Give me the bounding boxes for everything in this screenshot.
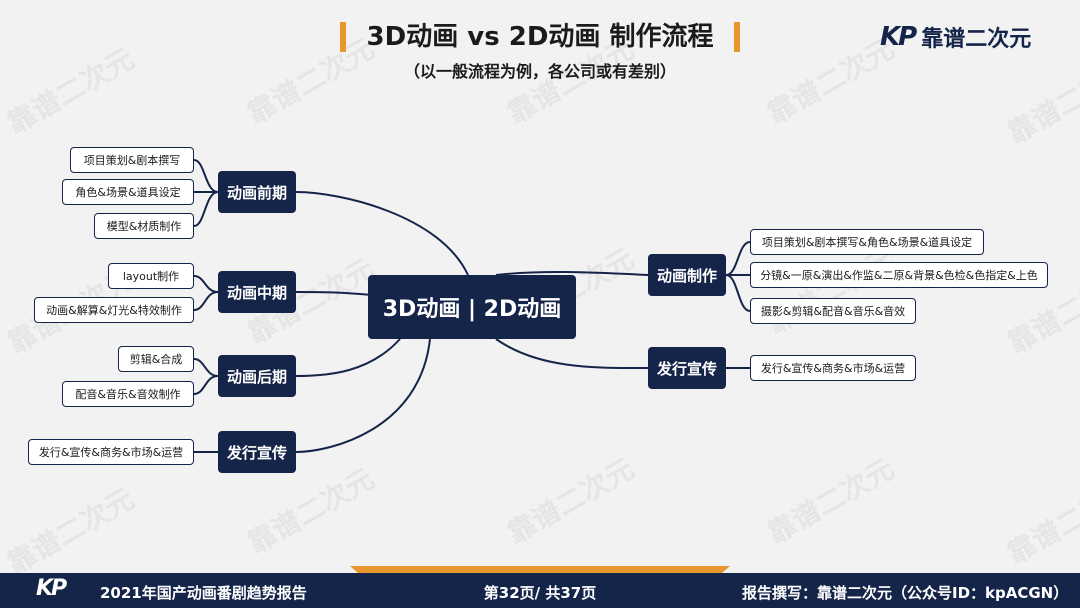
leaf-item: 发行&宣传&商务&市场&运营 — [750, 355, 916, 381]
branch-production: 动画制作 — [648, 254, 726, 296]
footer-author: 报告撰写：靠谱二次元（公众号ID：kpACGN） — [742, 584, 1069, 602]
title-block: 3D动画 vs 2D动画 制作流程 — [340, 20, 740, 54]
branch-release-right: 发行宣传 — [648, 347, 726, 389]
leaf-item: 发行&宣传&商务&市场&运营 — [28, 439, 194, 465]
footer-report-name: 2021年国产动画番剧趋势报告 — [100, 584, 307, 602]
title-accent-left — [340, 22, 346, 52]
connector-center-mid — [295, 291, 373, 296]
connector-center-release-right — [495, 338, 649, 370]
leaf-item: 项目策划&剧本撰写 — [70, 147, 194, 173]
leaf-item: 配音&音乐&音效制作 — [62, 381, 194, 407]
connector-center-production — [495, 270, 649, 276]
branch-release-left: 发行宣传 — [218, 431, 296, 473]
leaf-item: 摄影&剪辑&配音&音乐&音效 — [750, 298, 916, 324]
leaf-item: 动画&解算&灯光&特效制作 — [34, 297, 194, 323]
footer-page-number: 第32页/ 共37页 — [483, 584, 597, 602]
leaf-item: 分镜&一原&演出&作监&二原&背景&色检&色指定&上色 — [750, 262, 1048, 288]
footer-bar — [0, 573, 1080, 608]
connector-center-post — [295, 338, 401, 377]
title-accent-right — [734, 22, 740, 52]
connector-center-release-left — [295, 338, 431, 453]
branch-post-production: 动画后期 — [218, 355, 296, 397]
logo-mark: KP — [880, 22, 917, 52]
center-node: 3D动画 | 2D动画 — [368, 275, 576, 339]
footer-logo: KP — [36, 576, 67, 601]
leaf-item: 角色&场景&道具设定 — [62, 179, 194, 205]
leaf-item: 模型&材质制作 — [94, 213, 194, 239]
page-title: 3D动画 vs 2D动画 制作流程 — [366, 22, 714, 52]
logo-text: 靠谱二次元 — [921, 27, 1032, 52]
leaf-item: 项目策划&剧本撰写&角色&场景&道具设定 — [750, 229, 984, 255]
leaf-item: layout制作 — [108, 263, 194, 289]
connector-center-pre — [295, 191, 469, 276]
leaf-item: 剪辑&合成 — [118, 346, 194, 372]
page-subtitle: （以一般流程为例，各公司或有差别） — [403, 62, 676, 81]
branch-mid-production: 动画中期 — [218, 271, 296, 313]
brand-logo: KP 靠谱二次元 — [880, 20, 1031, 54]
branch-pre-production: 动画前期 — [218, 171, 296, 213]
